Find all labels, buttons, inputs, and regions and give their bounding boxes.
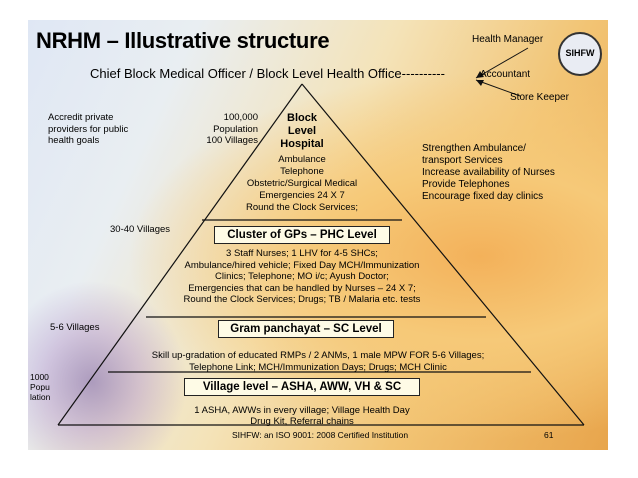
headline-dashes: ---------- xyxy=(401,66,445,81)
note-line: Strengthen Ambulance/ xyxy=(422,143,526,154)
villages-5-6-note: 5-6 Villages xyxy=(50,322,100,333)
note-line: 100 Villages xyxy=(206,135,258,146)
villages-30-40-note: 30-40 Villages xyxy=(110,224,171,235)
store-keeper-label: Store Keeper xyxy=(510,92,569,103)
note-line: Provide Telephones xyxy=(422,179,510,190)
village-level-services: 1 ASHA, AWWs in every village; Village H… xyxy=(146,405,458,427)
slide-title: NRHM – Illustrative structure xyxy=(36,28,330,53)
service-line: Telephone Link; MCH/Immunization Days; D… xyxy=(189,361,447,373)
arrow-to-store-keeper xyxy=(475,79,521,97)
note-line: transport Services xyxy=(422,155,503,166)
service-line: Round the Clock Services; Drugs; TB / Ma… xyxy=(183,294,421,305)
note-line: providers for public xyxy=(48,123,129,135)
note-line: health goals xyxy=(48,135,100,146)
slide: NRHM – Illustrative structure Chief Bloc… xyxy=(28,20,608,450)
note-line: Increase availability of Nurses xyxy=(422,167,555,178)
note-line: Population xyxy=(213,123,258,135)
block-level-hospital-title: Block Level Hospital xyxy=(272,112,332,151)
note-line: Accredit private xyxy=(48,112,114,123)
service-line: Emergencies that can be handled by Nurse… xyxy=(188,282,416,294)
phc-level-services: 3 Staff Nurses; 1 LHV for 4-5 SHCs; Ambu… xyxy=(142,248,462,306)
population-1000-note: 1000 Popu lation xyxy=(30,372,50,402)
population-note: 100,000 Population 100 Villages xyxy=(196,112,258,147)
service-line: Obstetric/Surgical Medical xyxy=(246,178,358,189)
phc-level-label: Cluster of GPs – PHC Level xyxy=(214,226,390,244)
health-manager-label: Health Manager xyxy=(472,34,544,45)
service-line: Emergencies 24 X 7 xyxy=(259,190,345,201)
service-line: Ambulance xyxy=(278,154,326,165)
village-level-label: Village level – ASHA, AWW, VH & SC xyxy=(184,378,420,396)
service-line: Clinics; Telephone; MO i/c; Ayush Doctor… xyxy=(215,271,389,282)
pyramid-diagram xyxy=(57,47,585,426)
pyramid-right-edge xyxy=(301,83,585,426)
accountant-label: Accountant xyxy=(480,69,531,80)
footer-certification: SIHFW: an ISO 9001: 2008 Certified Insti… xyxy=(232,430,409,440)
title-line: Level xyxy=(287,125,317,137)
note-line: 100,000 xyxy=(223,112,258,123)
sihfw-logo: SIHFW xyxy=(558,32,602,76)
service-line: Telephone xyxy=(280,166,324,177)
headline-text: Chief Block Medical Officer / Block Leve… xyxy=(90,66,402,81)
service-line: 1 ASHA, AWWs in every village; Village H… xyxy=(194,405,410,416)
chief-block-medical-officer-heading: Chief Block Medical Officer / Block Leve… xyxy=(90,66,445,81)
strengthen-services-note: Strengthen Ambulance/ transport Services… xyxy=(422,143,555,203)
note-line: Encourage fixed day clinics xyxy=(422,191,544,202)
note-line: lation xyxy=(30,392,51,402)
arrowhead xyxy=(476,80,484,86)
page-number: 61 xyxy=(544,430,554,440)
title-line: Hospital xyxy=(280,138,324,150)
title-line: Block xyxy=(287,112,317,124)
sc-level-label: Gram panchayat – SC Level xyxy=(218,320,394,338)
accredit-note: Accredit private providers for public he… xyxy=(48,112,128,147)
logo-text: SIHFW xyxy=(565,48,595,58)
arrowhead xyxy=(476,71,484,78)
note-line: 1000 xyxy=(30,372,49,382)
note-line: Popu xyxy=(30,382,50,392)
service-line: Drug Kit, Referral chains xyxy=(250,416,354,427)
pyramid-left-edge xyxy=(57,83,303,426)
sc-level-services: Skill up-gradation of educated RMPs / 2 … xyxy=(108,350,528,373)
service-line: Skill up-gradation of educated RMPs / 2 … xyxy=(151,350,485,361)
arrow-to-health-manager xyxy=(475,47,529,79)
decorative-figure xyxy=(28,280,188,450)
service-line: Round the Clock Services; xyxy=(246,202,358,213)
block-level-services: Ambulance Telephone Obstetric/Surgical M… xyxy=(202,154,402,214)
service-line: 3 Staff Nurses; 1 LHV for 4-5 SHCs; xyxy=(226,248,378,259)
service-line: Ambulance/hired vehicle; Fixed Day MCH/I… xyxy=(184,259,420,271)
